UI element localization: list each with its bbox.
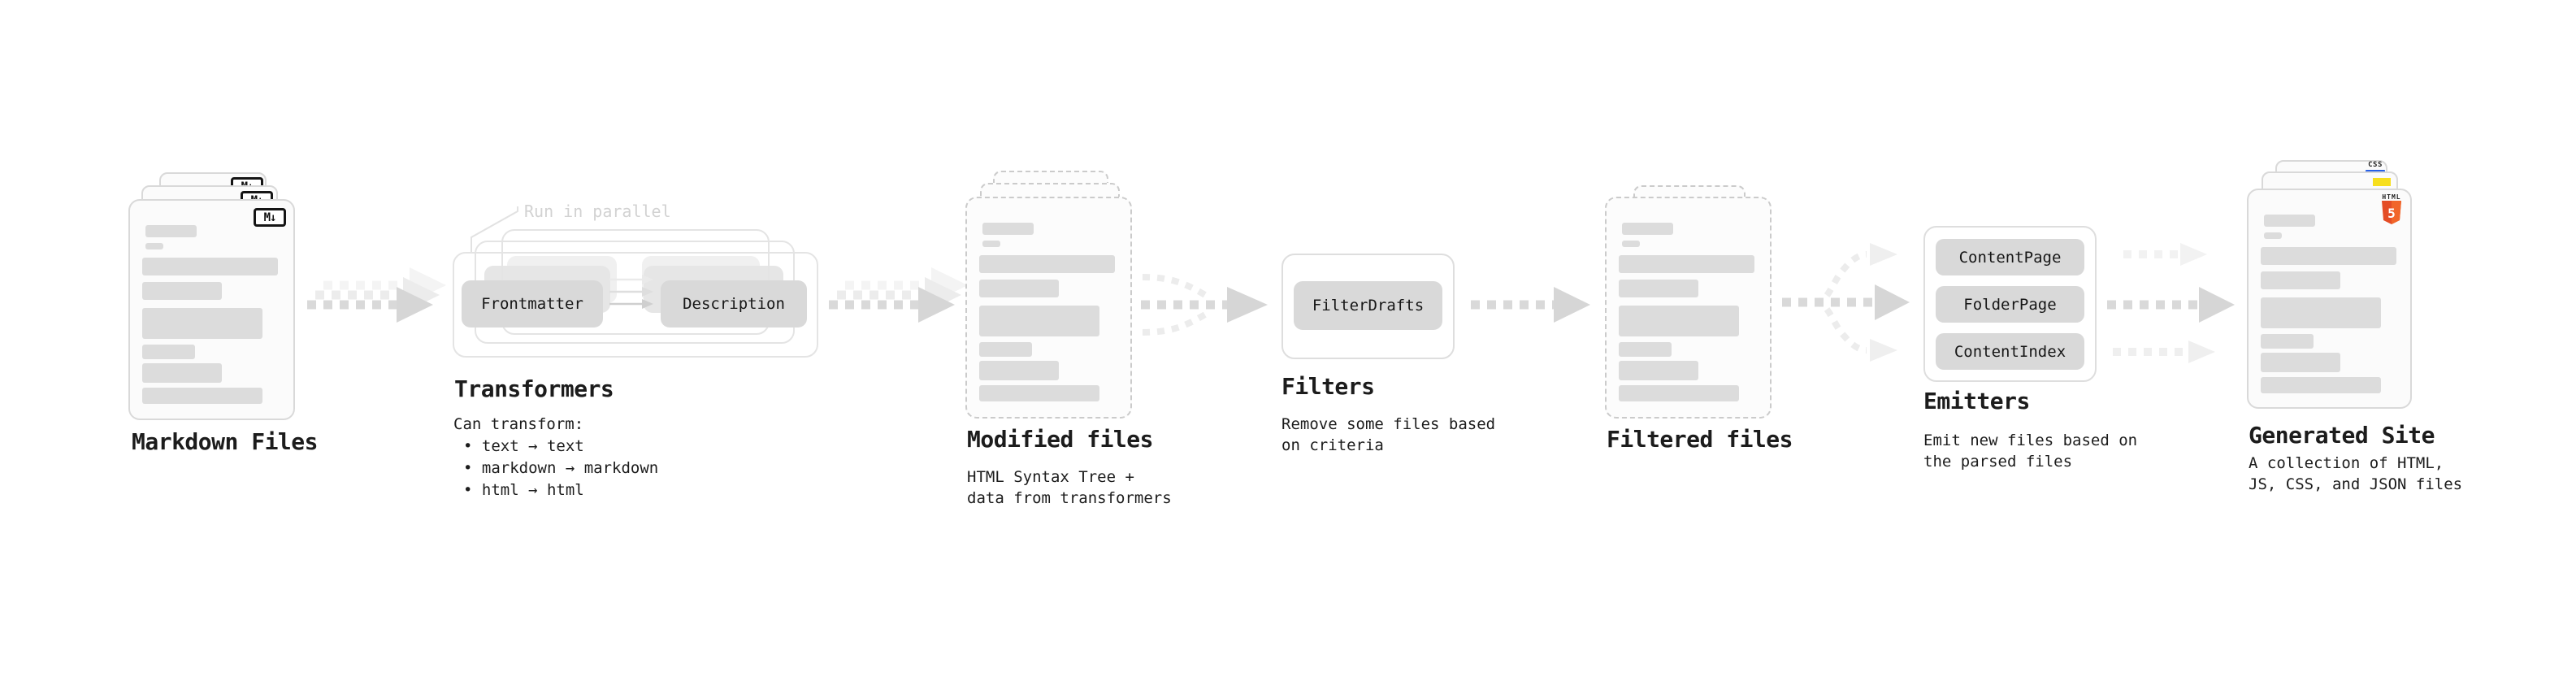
markdown-files-label: Markdown Files <box>132 428 319 455</box>
parallel-flow-arrows-icon <box>2107 243 2235 363</box>
filters-description: Remove some files based on criteria <box>1281 415 1496 454</box>
content-bar <box>145 243 163 249</box>
contentindex-pill: ContentIndex <box>1936 333 2084 370</box>
filters-group: FilterDrafts <box>1281 254 1455 359</box>
transformer-group <box>453 252 818 358</box>
generated-site-description: A collection of HTML, JS, CSS, and JSON … <box>2249 454 2463 493</box>
flow-arrow-icon <box>1471 287 1590 323</box>
parallel-note: Run in parallel <box>524 202 671 221</box>
frontmatter-pill: Frontmatter <box>462 280 603 327</box>
css-badge-label: CSS <box>2368 161 2383 169</box>
content-bar <box>2264 215 2315 227</box>
content-bar <box>979 255 1115 273</box>
flow-arrow-icon <box>829 267 968 323</box>
emitters-group: ContentPage FolderPage ContentIndex <box>1923 226 2097 382</box>
content-bar <box>142 388 262 404</box>
content-bar <box>142 282 222 300</box>
content-bar <box>1622 241 1640 247</box>
content-bar <box>142 308 262 339</box>
content-bar <box>979 361 1059 380</box>
content-bar <box>2261 247 2396 265</box>
content-bar <box>145 225 197 237</box>
merge-arrow-icon <box>1141 274 1268 336</box>
content-bar <box>2261 297 2381 328</box>
content-bar <box>979 385 1099 401</box>
emitters-heading: Emitters <box>1923 388 2030 414</box>
generated-site-label: Generated Site <box>2249 422 2435 449</box>
content-bar <box>1622 223 1673 235</box>
transformers-bullet-list: • text → text • markdown → markdown • ht… <box>453 436 658 501</box>
filterdrafts-pill: FilterDrafts <box>1294 281 1442 330</box>
filtered-files-label: Filtered files <box>1607 426 1793 453</box>
content-bar <box>2261 334 2314 349</box>
flow-arrow-icon <box>307 267 446 323</box>
filtered-file-card <box>1605 197 1772 419</box>
bullet-item: • text → text <box>463 437 584 455</box>
content-bar <box>142 363 222 383</box>
bullet-item: • html → html <box>463 481 584 499</box>
folderpage-pill: FolderPage <box>1936 286 2084 323</box>
content-bar <box>979 306 1099 336</box>
content-bar <box>1619 280 1698 297</box>
content-bar <box>2261 377 2381 393</box>
modified-files-description: HTML Syntax Tree + data from transformer… <box>967 468 1172 507</box>
bullet-item: • markdown → markdown <box>463 459 659 477</box>
content-bar <box>979 342 1032 357</box>
content-bar <box>1619 385 1739 401</box>
modified-file-card <box>965 197 1132 419</box>
content-bar <box>1619 342 1672 357</box>
filters-heading: Filters <box>1281 373 1375 400</box>
content-bar <box>1619 255 1754 273</box>
transformers-intro: Can transform: <box>453 415 584 433</box>
content-bar <box>982 223 1034 235</box>
note-connector-line <box>471 206 518 254</box>
content-bar <box>142 258 278 275</box>
emitters-description: Emit new files based on the parsed files <box>1923 432 2138 471</box>
html5-icon: HTML 5 <box>2379 193 2404 225</box>
description-pill: Description <box>661 280 807 327</box>
split-arrow-icon <box>1782 243 1910 362</box>
content-bar <box>1619 361 1698 380</box>
content-bar <box>2264 232 2282 239</box>
content-bar <box>2261 271 2340 289</box>
parallel-arrows-icon <box>609 275 653 309</box>
generated-file-card: HTML 5 <box>2247 189 2412 409</box>
content-bar <box>982 241 1000 247</box>
contentpage-pill: ContentPage <box>1936 239 2084 275</box>
js-icon <box>2373 178 2391 186</box>
content-bar <box>979 280 1059 297</box>
svg-text:5: 5 <box>2387 206 2396 221</box>
content-bar <box>2261 353 2340 372</box>
content-bar <box>142 345 195 359</box>
html5-badge-label: HTML <box>2382 193 2401 201</box>
transformers-heading: Transformers <box>454 375 614 402</box>
markdown-file-card: M↓ <box>128 199 295 420</box>
markdown-icon: M↓ <box>254 208 286 227</box>
modified-files-label: Modified files <box>967 426 1154 453</box>
content-bar <box>1619 306 1739 336</box>
